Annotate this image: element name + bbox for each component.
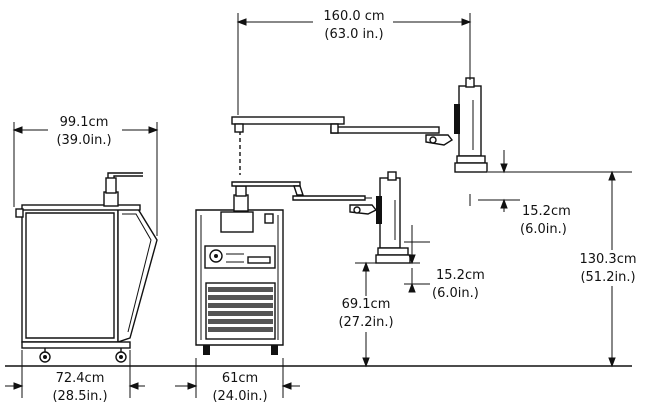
high-height-imperial: (51.2in.) [580,270,635,285]
upper-arm-assembly [231,77,488,175]
side-depth-imperial: (39.0in.) [56,133,111,148]
base-depth-metric: 72.4cm [56,371,105,386]
low-height-metric: 69.1cm [342,297,391,312]
base-width-imperial: (24.0in.) [212,389,267,404]
side-depth-metric: 99.1cm [60,115,109,130]
base-width-metric: 61cm [222,371,258,386]
upper-vertical-imperial: (6.0in.) [520,222,567,237]
lower-vertical-metric: 15.2cm [436,268,485,283]
lower-arm-assembly [231,171,411,264]
lower-vertical-imperial: (6.0in.) [432,286,479,301]
arm-span-imperial: (63.0 in.) [324,27,383,42]
base-depth-imperial: (28.5in.) [52,389,107,404]
side-view-unit [15,172,158,363]
front-view-unit [195,185,284,355]
upper-vertical-metric: 15.2cm [522,204,571,219]
arm-span-metric: 160.0 cm [323,9,384,24]
low-height-imperial: (27.2in.) [338,315,393,330]
dimension-labels: 160.0 cm (63.0 in.) 99.1cm (39.0in.) 72.… [44,7,643,406]
high-height-metric: 130.3cm [579,252,636,267]
